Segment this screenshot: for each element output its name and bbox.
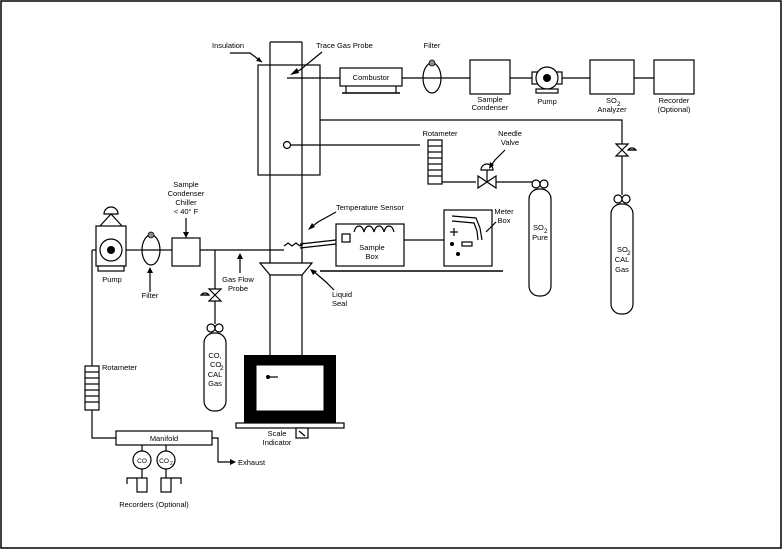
scale-window [255,364,325,412]
trace-gas-probe-label: Trace Gas Probe [316,41,373,50]
exhaust-label: Exhaust [238,458,266,467]
meter-box-leader [485,221,497,233]
so2-cal-label-3: Gas [615,265,629,274]
sample-condenser-chiller [171,237,201,267]
recorders-optional-label: Recorders (Optional) [119,500,189,509]
rotameter-left-ticks [85,371,99,403]
liquid-seal-funnel [258,262,314,276]
co-cal-label-1: CO, [208,351,221,360]
insulation-jacket [257,64,321,176]
combustor-label: Combustor [353,73,390,82]
so2-pure-label-sub: 2 [544,228,548,235]
temperature-sensor-probe [283,239,337,249]
co2-gauge-label: CO [159,458,169,465]
so2-analyzer [589,59,635,95]
recorder-label-1: Recorder [659,96,690,105]
so2-cal-label-sub: 2 [627,250,631,257]
chiller-label-1: Sample [173,180,198,189]
so2-analyzer-label-1: SO [606,96,617,105]
so2-pure-cylinder [528,179,552,297]
temperature-sensor-arrowhead [308,223,315,230]
recorder-label-2: (Optional) [658,105,691,114]
trace-gas-probe-arrowhead [290,68,299,75]
cal-gas-valve [199,288,223,302]
so2-cal-line [320,119,623,144]
rotameter-top-ticks [428,145,442,177]
needle-valve-label-1: Needle [498,129,522,138]
co2-gauge-label-sub: 2 [170,461,173,467]
so2-pure-label-1: SO [533,223,544,232]
chiller-arrowhead [183,232,189,238]
meter-box [443,209,493,267]
meter-box-label-1: Meter [494,207,514,216]
so2-cal-valve [614,143,638,157]
chiller-label-3: Chiller [175,198,197,207]
co-cal-label-4: Gas [208,379,222,388]
sample-condenser-top-label-2: Condenser [472,103,509,112]
combustor [339,67,403,87]
manifold-label: Manifold [150,434,178,443]
so2-analyzer-label-2: Analyzer [597,105,627,114]
exhaust-line [212,437,232,463]
probe-port [282,140,292,150]
filter-left-label: Filter [142,291,159,300]
pump-top [531,66,563,94]
chiller-label-4: < 40° F [174,207,199,216]
recorder-co2 [160,477,172,493]
rotameter-top-label: Rotameter [422,129,458,138]
temperature-sensor-label: Temperature Sensor [336,203,404,212]
so2-analyzer-label-sub: 2 [617,101,621,108]
co-cal-label-sub: 2 [220,365,224,372]
sample-box-coil [353,225,395,233]
recorder-top [653,59,695,95]
recorder-co2-bracket [171,477,182,484]
scale-indicator-needle [298,430,306,437]
so2-cal-label-1: SO [617,245,628,254]
co-gauge-label: CO [137,458,147,465]
meter-box-label-2: Box [498,216,511,225]
pump-left [95,206,127,272]
recorder-co [136,477,148,493]
exhaust-arrowhead [230,459,236,465]
sample-box-indicator [341,233,351,243]
gas-flow-probe-arrowhead [237,253,243,259]
rotameter-left-label: Rotameter [102,363,138,372]
needle-valve-arrowhead [489,162,494,169]
filter-top-label: Filter [424,41,441,50]
co-cal-cylinder [203,323,227,412]
sample-condenser-top [469,59,511,95]
recorder-co-bracket [126,477,137,484]
liquid-seal-leader [311,269,335,291]
sample-box-label-2: Box [366,252,379,261]
so2-cal-cylinder [610,194,634,315]
chiller-label-2: Condenser [168,189,205,198]
filter-left-arrowhead [147,267,153,273]
sample-box [335,223,405,267]
liquid-seal-arrowhead [310,269,317,275]
insulation-label: Insulation [212,41,244,50]
pump-top-label: Pump [537,97,557,106]
scale-base [235,422,345,429]
sample-box-label-1: Sample [359,243,384,252]
pump-left-label: Pump [102,275,122,284]
gas-flow-probe-label-1: Gas Flow [222,275,254,284]
gas-flow-probe-label-2: Probe [228,284,248,293]
liquid-seal-label-1: Liquid [332,290,352,299]
sample-condenser-top-label-1: Sample [477,95,502,104]
rotameter-to-manifold-line [91,410,116,439]
needle-valve-label-2: Valve [501,138,519,147]
liquid-seal-label-2: Seal [332,299,347,308]
rotameter-top [427,139,443,185]
scale-indicator-label-1: Scale [268,429,287,438]
so2-cal-label-2: CAL [615,255,630,264]
meter-box-internals [450,215,483,256]
scale-indicator-label-2: Indicator [263,438,292,447]
co-cal-label-2: CO [210,360,221,369]
insulation-arrowhead [256,57,262,62]
so2-pure-label-2: Pure [532,233,548,242]
co-cal-label-3: CAL [208,370,223,379]
stack [257,41,420,355]
